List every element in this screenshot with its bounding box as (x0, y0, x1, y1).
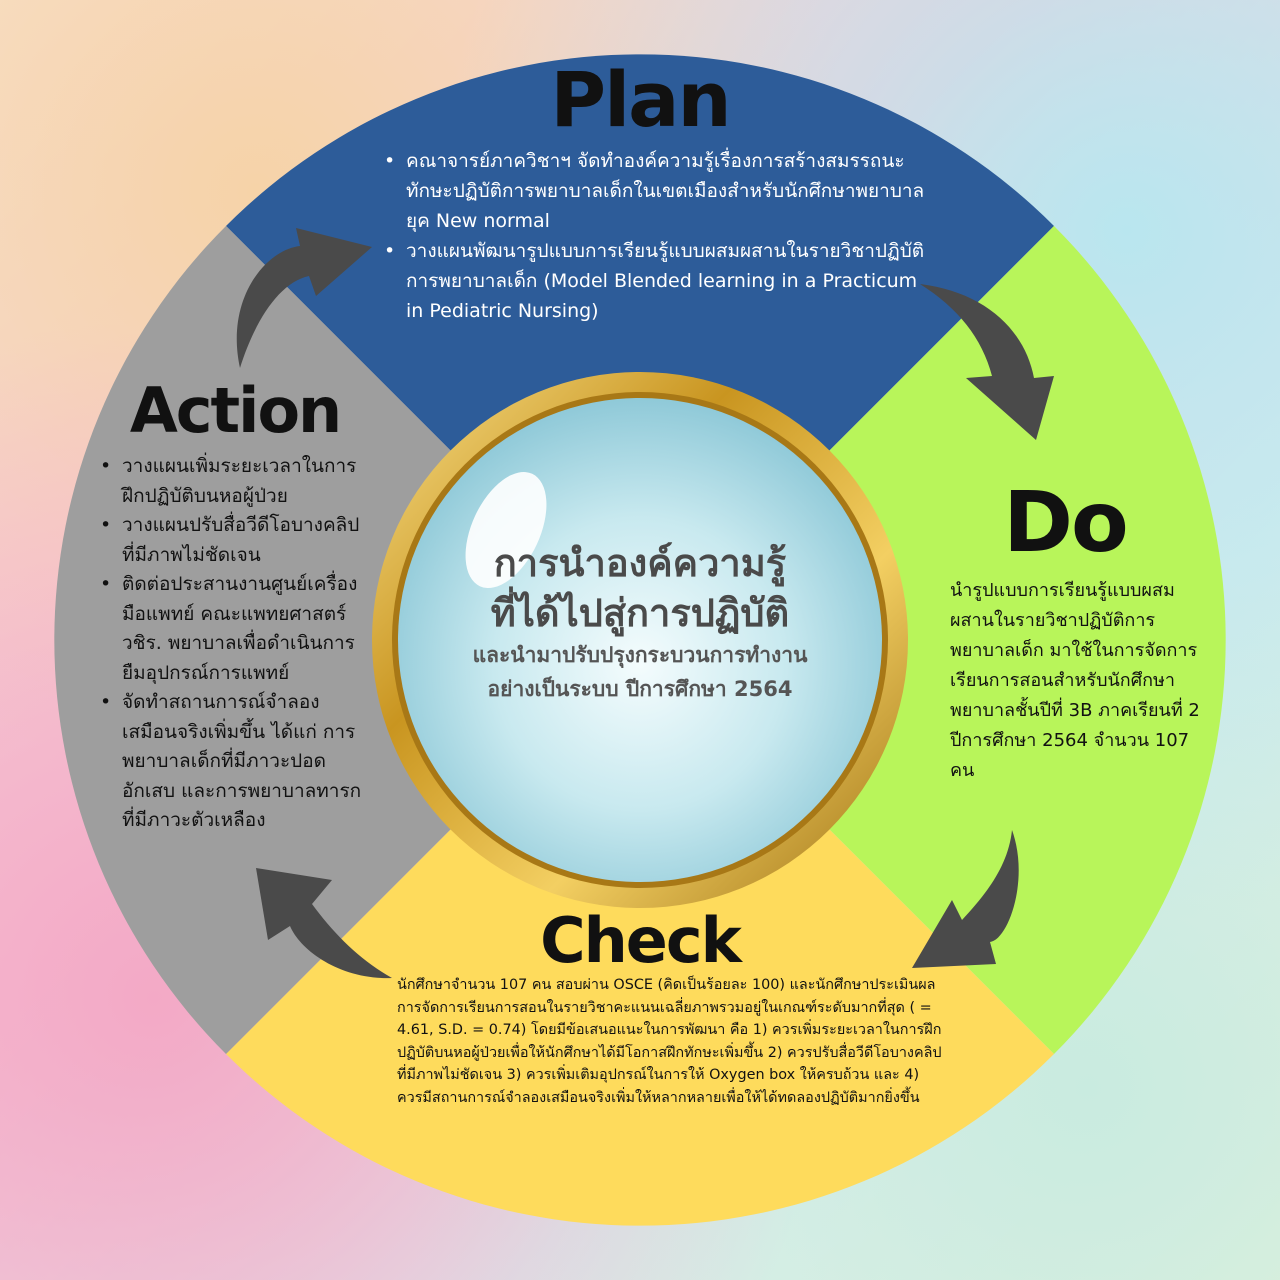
action-title: Action (129, 374, 342, 447)
check-title: Check (540, 904, 742, 977)
plan-bullet: คณาจารย์ภาควิชาฯ จัดทำองค์ความรู้เรื่องก… (384, 146, 940, 236)
arrow-check-to-action-icon (256, 868, 392, 979)
do-title: Do (1003, 473, 1128, 571)
plan-title: Plan (550, 55, 731, 144)
action-bullet: จัดทำสถานการณ์จำลองเสมือนจริงเพิ่มขึ้น ไ… (100, 688, 366, 836)
center-subtitle-line2: อย่างเป็นระบบ ปีการศึกษา 2564 (487, 677, 793, 701)
action-description: วางแผนเพิ่มระยะเวลาในการฝึกปฏิบัติบนหอผู… (96, 452, 366, 836)
arrow-action-to-plan-icon (236, 228, 372, 368)
do-quadrant (640, 226, 1226, 1054)
center-title: การนำองค์ความรู้ ที่ได้ไปสู่การปฏิบัติ แ… (420, 538, 860, 706)
check-quadrant (226, 640, 1054, 1226)
center-title-line1: การนำองค์ความรู้ (493, 541, 787, 585)
plan-bullet: วางแผนพัฒนารูปแบบการเรียนรู้แบบผสมผสานใน… (384, 236, 940, 326)
do-description: นำรูปแบบการเรียนรู้แบบผสมผสานในรายวิชาปฏ… (950, 580, 1200, 781)
action-bullet: วางแผนเพิ่มระยะเวลาในการฝึกปฏิบัติบนหอผู… (100, 452, 366, 511)
lens-highlight (465, 472, 547, 588)
action-bullet: ติดต่อประสานงานศูนย์เครื่องมือแพทย์ คณะแ… (100, 570, 366, 688)
action-bullet: วางแผนปรับสื่อวีดีโอบางคลิปที่มีภาพไม่ชั… (100, 511, 366, 570)
plan-description: คณาจารย์ภาควิชาฯ จัดทำองค์ความรู้เรื่องก… (380, 146, 940, 326)
center-subtitle-line1: และนำมาปรับปรุงกระบวนการทำงาน (472, 643, 808, 667)
arrow-plan-to-do-icon (920, 284, 1054, 440)
arrow-do-to-check-icon (912, 830, 1019, 968)
center-title-line2: ที่ได้ไปสู่การปฏิบัติ (490, 591, 790, 635)
check-description: นักศึกษาจำนวน 107 คน สอบผ่าน OSCE (คิดเป… (397, 977, 942, 1106)
